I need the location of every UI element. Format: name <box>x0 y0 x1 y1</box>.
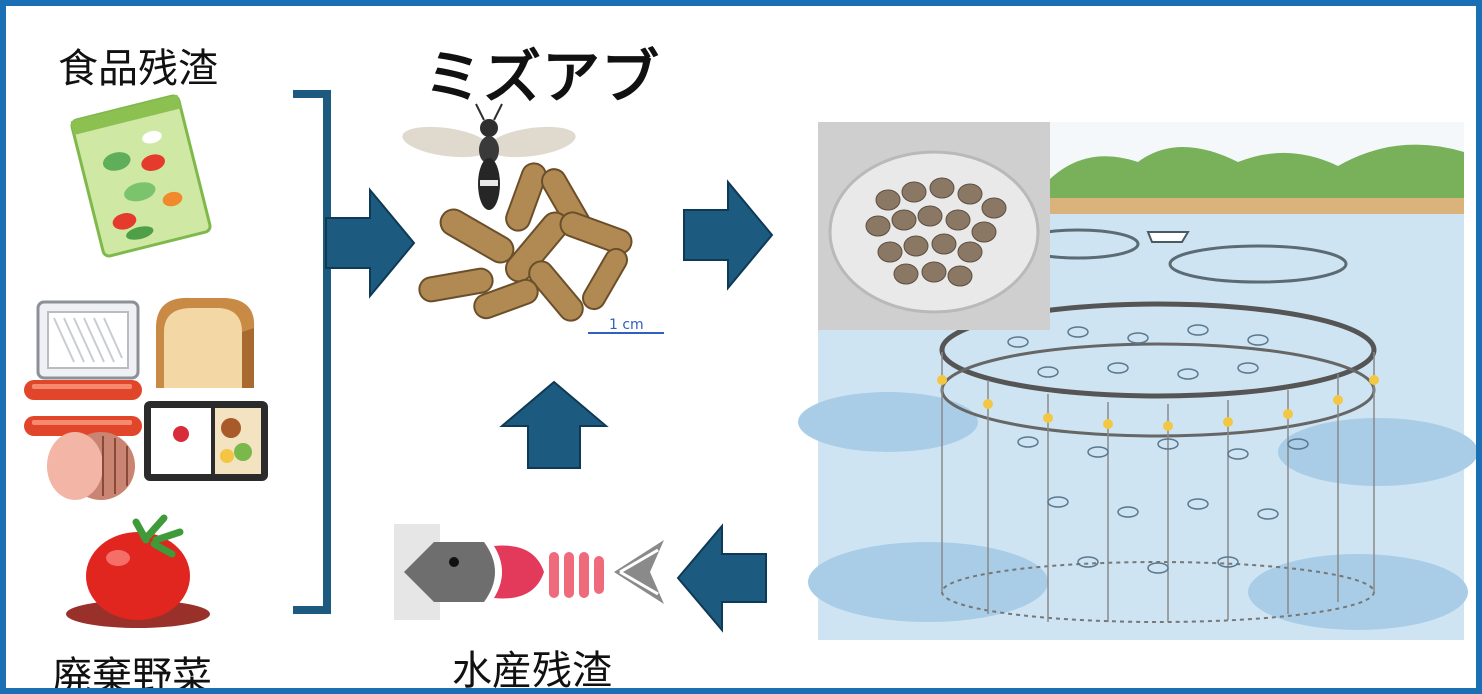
discarded-vegetables-label: 廃棄野菜 <box>52 654 212 694</box>
scale-bar-label: 1 cm <box>609 317 644 333</box>
arrow-right-1 <box>325 187 416 299</box>
ham-icon <box>47 432 135 500</box>
larvae-icon <box>418 162 633 322</box>
arrow-left <box>676 523 767 633</box>
salad-bag-icon <box>70 94 212 258</box>
fishery-residue-label: 水産残渣 <box>452 648 612 694</box>
food-residue-label: 食品残渣 <box>58 46 218 92</box>
diagram-title: ミズアブ <box>424 43 661 111</box>
arrow-up <box>499 380 609 469</box>
scale-bar <box>588 332 664 334</box>
fish-bones-icon <box>394 524 664 620</box>
bento-icon <box>144 401 268 481</box>
input-bracket <box>293 90 331 614</box>
soldier-fly-icon <box>402 103 576 210</box>
bread-icon <box>156 297 255 388</box>
feed-pellets-icon <box>818 122 1050 330</box>
noodle-tray-icon <box>36 300 140 380</box>
arrow-right-2 <box>683 179 774 291</box>
tomato-icon <box>66 514 210 628</box>
sausage-icon <box>24 380 142 436</box>
